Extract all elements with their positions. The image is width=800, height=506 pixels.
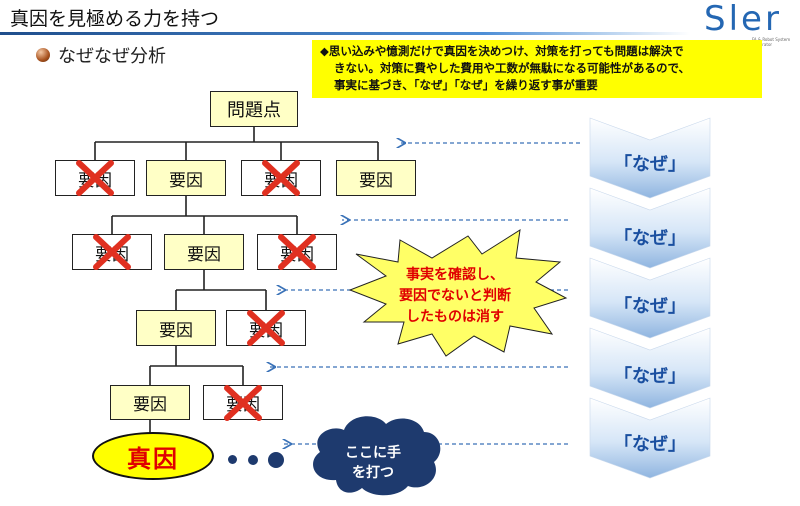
cross-mark-icon [262, 160, 300, 196]
burst-text: 事実を確認し、 要因でないと判断 したものは消す [360, 265, 550, 328]
cross-mark-icon [224, 384, 262, 421]
cross-mark-icon [278, 234, 316, 270]
factor-box-l1-3: 要因 [241, 160, 321, 196]
factor-box-l2-2: 要因 [164, 234, 244, 270]
factor-box-l2-1: 要因 [72, 234, 152, 270]
note-line-3: 事実に基づき、「なぜ」「なぜ」を繰り返す事が重要 [334, 78, 598, 92]
problem-box: 問題点 [210, 91, 298, 127]
cross-mark-icon [76, 160, 114, 196]
naze-chevron-2 [589, 187, 711, 269]
naze-chevron-5 [589, 397, 711, 479]
naze-chevron-4 [589, 327, 711, 409]
tree-connectors [94, 127, 379, 438]
cloud-line-1: ここに手 [345, 445, 401, 461]
naze-chevrons [589, 117, 711, 479]
naze-label-4: 「なぜ」 [614, 366, 686, 387]
section-subtitle: なぜなぜ分析 [58, 46, 166, 67]
cloud-line-2: を打つ [352, 465, 394, 481]
factor-box-l3-1: 要因 [136, 310, 216, 346]
bullet-icon [36, 48, 50, 62]
naze-label-5: 「なぜ」 [614, 434, 686, 455]
factor-box-l3-2: 要因 [226, 310, 306, 346]
factor-box-l4-2: 要因 [203, 384, 283, 421]
ellipsis-dot-1 [228, 455, 237, 464]
cloud-shape [313, 416, 441, 496]
burst-line-3: したものは消す [406, 309, 504, 325]
factor-box-l1-4: 要因 [336, 160, 416, 196]
note-line-1: ◆思い込みや憶測だけで真因を決めつけ、対策を打っても問題は解決で [320, 44, 684, 58]
explosion-burst [348, 228, 568, 357]
naze-label-3: 「なぜ」 [614, 296, 686, 317]
naze-label-1: 「なぜ」 [614, 154, 686, 175]
ellipsis-dot-3 [268, 452, 284, 468]
cloud-text: ここに手 を打つ [318, 443, 428, 483]
burst-line-2: 要因でないと判断 [399, 288, 511, 304]
factor-box-l2-3: 要因 [257, 234, 337, 270]
cross-mark-icon [247, 310, 285, 346]
burst-line-1: 事実を確認し、 [406, 267, 504, 283]
naze-chevron-1 [589, 117, 711, 199]
factor-box-l4-1: 要因 [110, 385, 190, 420]
naze-label-2: 「なぜ」 [614, 228, 686, 249]
note-line-2: きない。対策に費やした費用や工数が無駄になる可能性があるので、 [334, 61, 691, 75]
factor-box-l1-2: 要因 [146, 160, 226, 196]
factor-box-l1-1: 要因 [55, 160, 135, 196]
logo-subtext: FA & Robot System Integrator [752, 37, 791, 47]
naze-chevron-3 [589, 257, 711, 339]
page-title: 真因を見極める力を持つ [10, 8, 220, 30]
ellipsis-dot-2 [248, 455, 258, 465]
note-box: ◆思い込みや憶測だけで真因を決めつけ、対策を打っても問題は解決で きない。対策に… [312, 40, 762, 98]
sier-logo: Sler [704, 0, 782, 39]
true-cause-ellipse: 真因 [92, 432, 214, 480]
title-rule [0, 32, 690, 35]
cross-mark-icon [93, 234, 131, 270]
